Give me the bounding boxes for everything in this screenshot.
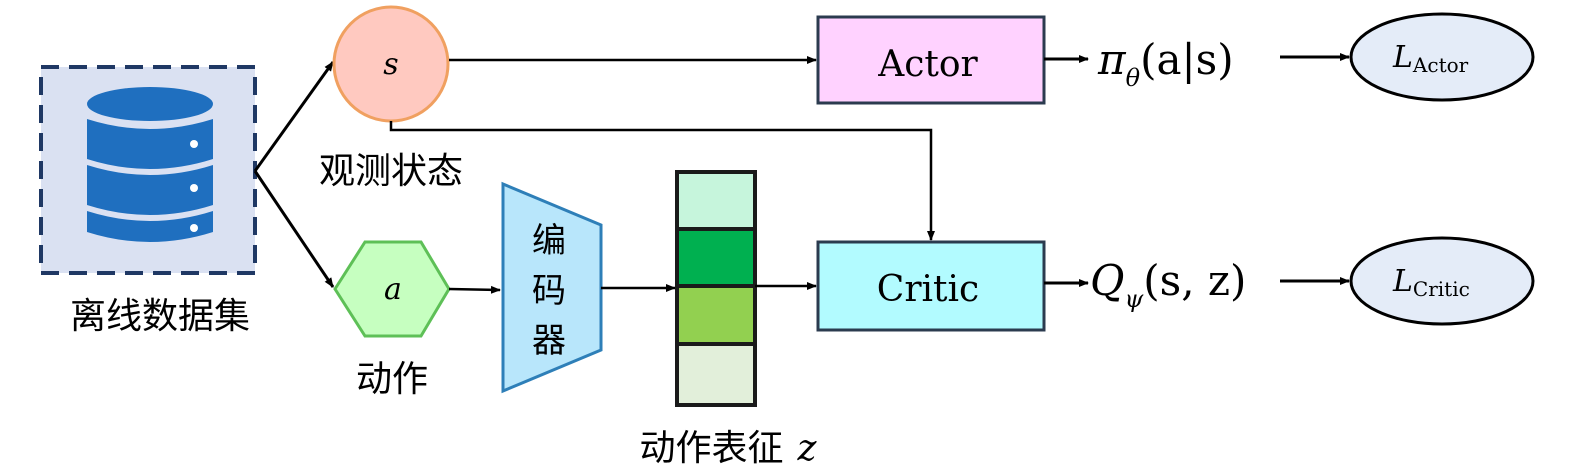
loss-actor-text: LActor [1392, 40, 1469, 77]
encoder-char-2: 码 [532, 271, 566, 311]
encoder-char-1: 编 [532, 221, 566, 261]
loss-critic-main: L [1392, 264, 1413, 299]
q-output-args: (s, z) [1143, 256, 1246, 305]
policy-output-sub: θ [1126, 64, 1141, 92]
representation-bar [675, 170, 757, 407]
critic-label: Critic [877, 269, 979, 310]
critic-box [816, 240, 1046, 332]
loss-actor-node [1349, 12, 1535, 102]
encoder-char-3: 器 [532, 321, 566, 361]
representation-cell-1 [675, 170, 757, 231]
q-output: Qψ(s, z) [1090, 256, 1246, 313]
encoder-block [501, 181, 603, 394]
dataset-label: 离线数据集 [70, 296, 250, 337]
actor-label: Actor [877, 44, 978, 85]
q-output-sub: ψ [1124, 285, 1144, 313]
policy-output-main: π [1097, 35, 1127, 84]
arrow-action-to-encoder [448, 285, 501, 294]
loss-critic-sub: Critic [1413, 277, 1470, 301]
loss-critic-text: LCritic [1392, 264, 1470, 301]
action-label: 动作 [356, 359, 428, 400]
representation-cell-3 [675, 284, 757, 346]
loss-critic-node [1349, 236, 1535, 326]
arrow-dataset-to-action [253, 170, 335, 288]
representation-label-text: 动作表征 [640, 428, 784, 469]
state-symbol: s [383, 47, 398, 82]
representation-label-symbol: z [797, 428, 818, 469]
action-symbol: a [384, 272, 402, 307]
arrow-state-to-critic [389, 121, 935, 241]
representation-label: 动作表征 z [640, 428, 818, 469]
database-icon [87, 87, 213, 242]
loss-actor-sub: Actor [1412, 53, 1469, 77]
q-output-main: Q [1090, 256, 1124, 305]
representation-cell-2 [675, 227, 757, 288]
actor-box [816, 15, 1046, 105]
representation-cell-4 [675, 342, 757, 407]
state-label: 观测状态 [319, 151, 463, 192]
policy-output: πθ(a|s) [1097, 35, 1234, 92]
policy-output-args: (a|s) [1140, 35, 1234, 84]
loss-actor-main: L [1392, 40, 1413, 75]
arrow-dataset-to-state [253, 61, 335, 172]
